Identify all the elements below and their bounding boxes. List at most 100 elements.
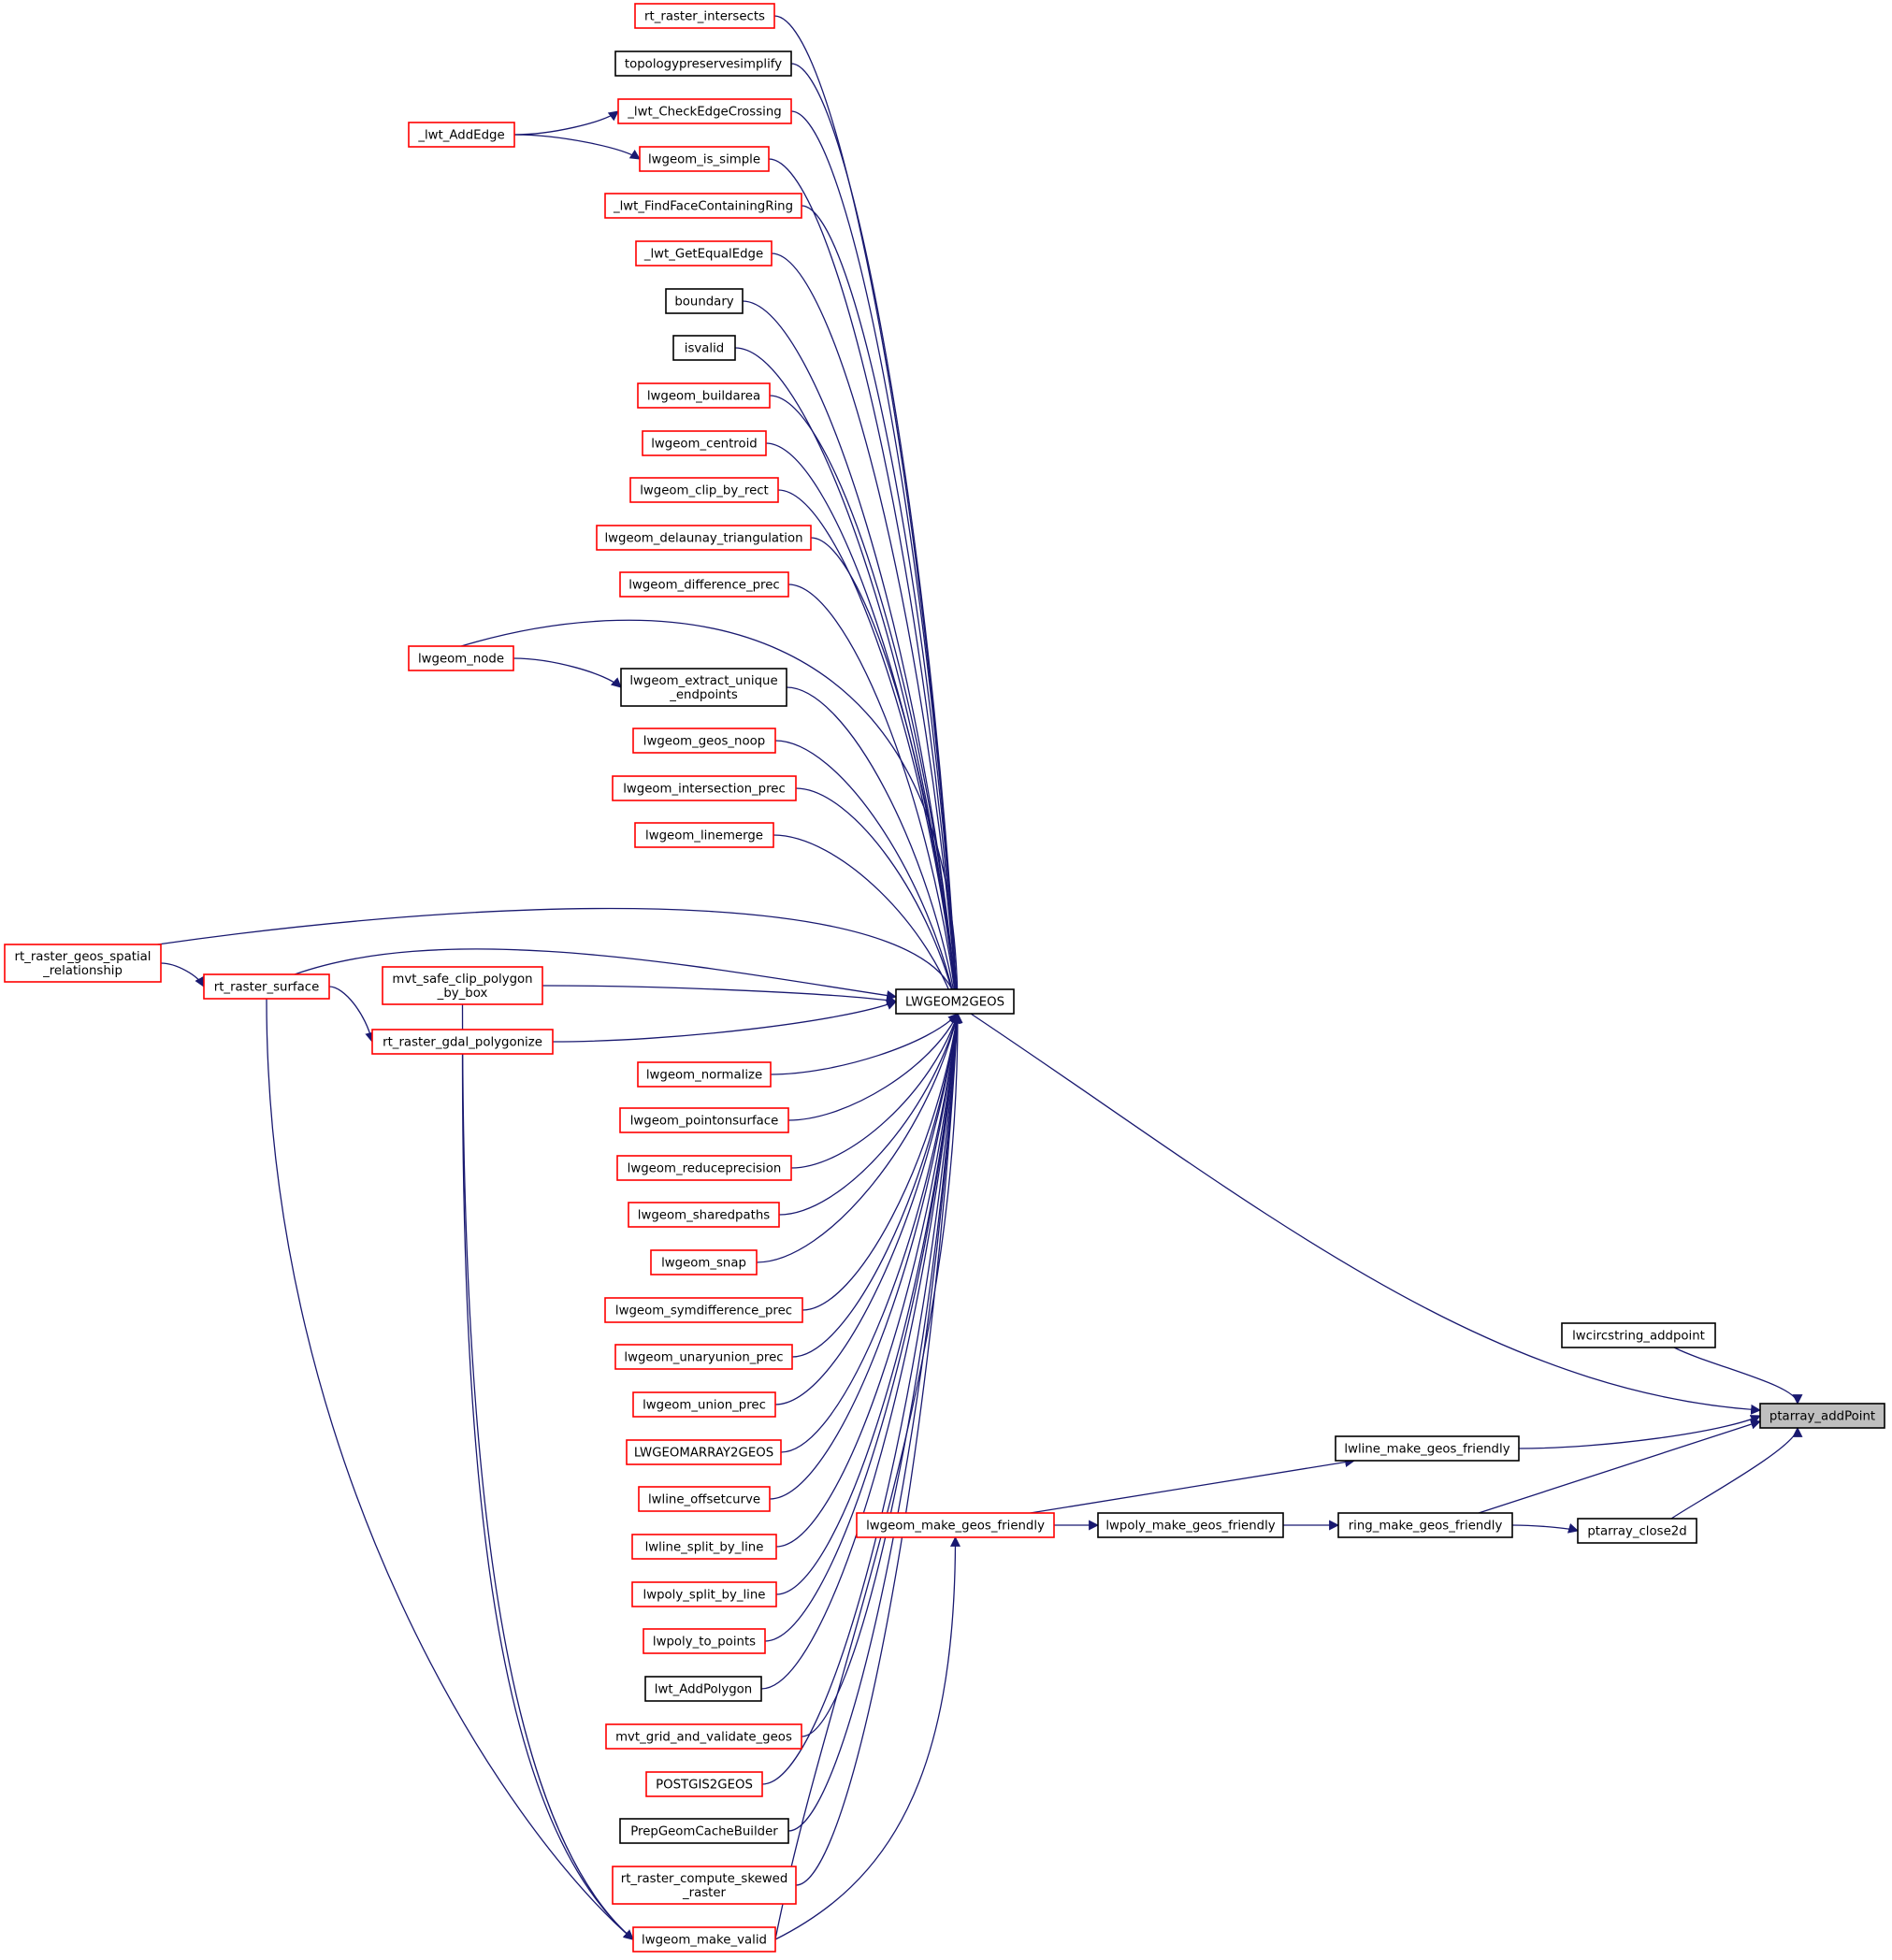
node-lwline-split-by-line[interactable]: lwline_split_by_line bbox=[631, 1534, 777, 1560]
node-rt-raster-compute-skewed-raster[interactable]: rt_raster_compute_skewed_raster bbox=[612, 1866, 797, 1905]
edge-lwt-addpolygon-to-lwgeom2geos bbox=[760, 1012, 962, 1690]
node-box bbox=[1097, 1512, 1284, 1538]
node-lwt-checkedgecrossing[interactable]: _lwt_CheckEdgeCrossing bbox=[617, 98, 792, 124]
node-box bbox=[408, 122, 515, 148]
node-box bbox=[382, 966, 543, 1005]
node-lwgeom-make-valid[interactable]: lwgeom_make_valid bbox=[632, 1926, 776, 1953]
node-lwline-make-geos-friendly[interactable]: lwline_make_geos_friendly bbox=[1335, 1435, 1520, 1462]
node-ptarray-addpoint[interactable]: ptarray_addPoint bbox=[1759, 1403, 1885, 1429]
edge-lwgeom-node-to-lwgeom-extract-unique-endpoints bbox=[513, 657, 622, 688]
edge-lwgeom-make-geos-friendly-to-lwline-make-geos-friendly bbox=[1030, 1457, 1356, 1514]
edge-lwgeom-normalize-to-lwgeom2geos bbox=[770, 1013, 959, 1075]
node-box bbox=[642, 430, 767, 456]
node-lwgeom-centroid[interactable]: lwgeom_centroid bbox=[642, 430, 767, 456]
edge-lwgeom-linemerge-to-lwgeom2geos bbox=[773, 834, 960, 1016]
node-lwt-getequaledge[interactable]: _lwt_GetEqualEdge bbox=[635, 240, 773, 267]
node-lwgeom-union-prec[interactable]: lwgeom_union_prec bbox=[632, 1391, 776, 1418]
edges-layer bbox=[157, 15, 1803, 1940]
node-label: lwgeom_unaryunion_prec bbox=[624, 1351, 783, 1365]
node-lwgeom-delaunay-triangulation[interactable]: lwgeom_delaunay_triangulation bbox=[596, 525, 812, 551]
node-box bbox=[634, 822, 774, 848]
node-label: ptarray_close2d bbox=[1587, 1525, 1686, 1539]
node-prepgeomcachebuilder[interactable]: PrepGeomCacheBuilder bbox=[619, 1818, 789, 1844]
node-lwgeom-sharedpaths[interactable]: lwgeom_sharedpaths bbox=[628, 1202, 780, 1228]
node-lwgeom-reduceprecision[interactable]: lwgeom_reduceprecision bbox=[616, 1155, 792, 1181]
node-box bbox=[672, 335, 736, 361]
node-box bbox=[631, 1534, 777, 1560]
node-label: _relationship bbox=[42, 964, 123, 978]
node-label: PrepGeomCacheBuilder bbox=[630, 1825, 778, 1839]
edge-mvt-grid-and-validate-geos-to-lwgeom2geos bbox=[801, 1012, 962, 1737]
node-isvalid[interactable]: isvalid bbox=[672, 335, 736, 361]
node-label: lwgeom_clip_by_rect bbox=[640, 484, 769, 498]
node-label: lwgeom_symdifference_prec bbox=[615, 1304, 792, 1319]
edge-lwgeom-geos-noop-to-lwgeom2geos bbox=[774, 740, 961, 1016]
node-lwgeom2geos[interactable]: LWGEOM2GEOS bbox=[895, 988, 1015, 1015]
node-lwgeom-geos-noop[interactable]: lwgeom_geos_noop bbox=[632, 728, 776, 754]
node-lwcircstring-addpoint[interactable]: lwcircstring_addpoint bbox=[1561, 1322, 1716, 1348]
node-label: rt_raster_geos_spatial bbox=[15, 950, 152, 964]
node-lwgeom-linemerge[interactable]: lwgeom_linemerge bbox=[634, 822, 774, 848]
node-box bbox=[620, 668, 787, 707]
node-label: lwgeom_buildarea bbox=[647, 390, 760, 404]
node-lwt-addedge[interactable]: _lwt_AddEdge bbox=[408, 122, 515, 148]
node-lwgeom-intersection-prec[interactable]: lwgeom_intersection_prec bbox=[612, 775, 797, 801]
edge-lwgeom-reduceprecision-to-lwgeom2geos bbox=[790, 1012, 960, 1169]
node-lwgeom-symdifference-prec[interactable]: lwgeom_symdifference_prec bbox=[604, 1297, 803, 1323]
node-mvt-safe-clip-polygon-by-box[interactable]: mvt_safe_clip_polygon_by_box bbox=[382, 966, 543, 1005]
node-lwt-addpolygon[interactable]: lwt_AddPolygon bbox=[644, 1676, 762, 1702]
node-box bbox=[632, 1926, 776, 1953]
node-box bbox=[629, 477, 779, 503]
node-ptarray-close2d[interactable]: ptarray_close2d bbox=[1577, 1518, 1697, 1544]
node-box bbox=[1337, 1512, 1513, 1538]
node-label: lwline_offsetcurve bbox=[648, 1493, 760, 1507]
node-label: lwgeom_union_prec bbox=[643, 1399, 766, 1413]
node-lwgeom-buildarea[interactable]: lwgeom_buildarea bbox=[637, 382, 771, 409]
edge-ring-make-geos-friendly-to-ptarray-close2d bbox=[1511, 1522, 1580, 1534]
node-lwgeom-node[interactable]: lwgeom_node bbox=[408, 645, 514, 671]
node-lwline-offsetcurve[interactable]: lwline_offsetcurve bbox=[638, 1486, 771, 1512]
node-lwgeom-make-geos-friendly[interactable]: lwgeom_make_geos_friendly bbox=[856, 1512, 1055, 1538]
node-lwgeom-extract-unique-endpoints[interactable]: lwgeom_extract_unique_endpoints bbox=[620, 668, 787, 707]
node-lwt-findfacecontainingring[interactable]: _lwt_FindFaceContainingRing bbox=[604, 193, 802, 219]
node-mvt-grid-and-validate-geos[interactable]: mvt_grid_and_validate_geos bbox=[605, 1723, 802, 1750]
edge-boundary-to-lwgeom2geos bbox=[742, 300, 962, 1016]
node-lwgeom-pointonsurface[interactable]: lwgeom_pointonsurface bbox=[619, 1107, 789, 1133]
node-ring-make-geos-friendly[interactable]: ring_make_geos_friendly bbox=[1337, 1512, 1513, 1538]
node-rt-raster-gdal-polygonize[interactable]: rt_raster_gdal_polygonize bbox=[371, 1029, 554, 1055]
node-lwgeom-snap[interactable]: lwgeom_snap bbox=[650, 1249, 758, 1275]
node-rt-raster-intersects[interactable]: rt_raster_intersects bbox=[634, 3, 775, 29]
node-label: rt_raster_intersects bbox=[644, 10, 765, 24]
edge-ptarray-close2d-to-ptarray-addpoint bbox=[1670, 1426, 1803, 1520]
node-lwgeomarray2geos[interactable]: LWGEOMARRAY2GEOS bbox=[626, 1439, 782, 1465]
edge-lwline-make-geos-friendly-to-ptarray-addpoint bbox=[1518, 1415, 1762, 1449]
node-box bbox=[665, 288, 744, 314]
node-lwgeom-is-simple[interactable]: lwgeom_is_simple bbox=[639, 146, 770, 172]
node-lwgeom-unaryunion-prec[interactable]: lwgeom_unaryunion_prec bbox=[614, 1344, 793, 1370]
node-label: lwpoly_split_by_line bbox=[643, 1589, 766, 1603]
edge-lwgeom-make-valid-to-lwgeom2geos bbox=[774, 1012, 963, 1940]
edge-rt-raster-gdal-polygonize-to-lwgeom2geos bbox=[552, 1000, 898, 1043]
node-label: lwgeom_pointonsurface bbox=[630, 1115, 779, 1129]
node-lwgeom-difference-prec[interactable]: lwgeom_difference_prec bbox=[619, 571, 789, 598]
edge-lwgeom-unaryunion-prec-to-lwgeom2geos bbox=[791, 1012, 962, 1358]
edge-lwgeom-delaunay-triangulation-to-lwgeom2geos bbox=[810, 537, 962, 1016]
node-postgis2geos[interactable]: POSTGIS2GEOS bbox=[645, 1771, 763, 1797]
node-label: rt_raster_compute_skewed bbox=[621, 1872, 788, 1886]
node-lwpoly-split-by-line[interactable]: lwpoly_split_by_line bbox=[631, 1581, 777, 1607]
node-lwgeom-normalize[interactable]: lwgeom_normalize bbox=[637, 1061, 772, 1088]
node-lwpoly-make-geos-friendly[interactable]: lwpoly_make_geos_friendly bbox=[1097, 1512, 1284, 1538]
node-rt-raster-geos-spatial-relationship[interactable]: rt_raster_geos_spatial_relationship bbox=[4, 944, 162, 983]
node-topologypreservesimplify[interactable]: topologypreservesimplify bbox=[614, 50, 792, 77]
node-box bbox=[1577, 1518, 1697, 1544]
node-rt-raster-surface[interactable]: rt_raster_surface bbox=[203, 973, 330, 1000]
edge-lwgeom-is-simple-to-lwgeom2geos bbox=[768, 158, 962, 1016]
edge-rt-raster-surface-to-lwgeom2geos bbox=[294, 948, 898, 1001]
edge-rt-raster-gdal-polygonize-to-lwgeom-make-valid bbox=[461, 1053, 634, 1940]
node-boundary[interactable]: boundary bbox=[665, 288, 744, 314]
edge-rt-raster-surface-to-lwgeom-make-valid bbox=[266, 998, 634, 1940]
node-label: lwgeom_extract_unique bbox=[629, 674, 777, 688]
node-lwpoly-to-points[interactable]: lwpoly_to_points bbox=[643, 1628, 766, 1654]
node-label: _lwt_GetEqualEdge bbox=[643, 248, 763, 262]
node-lwgeom-clip-by-rect[interactable]: lwgeom_clip_by_rect bbox=[629, 477, 779, 503]
